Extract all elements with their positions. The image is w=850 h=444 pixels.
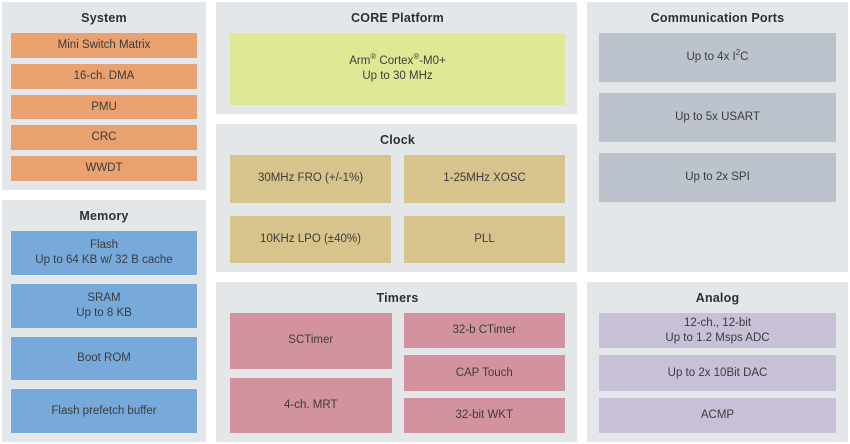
block-acmp: ACMP <box>599 397 836 433</box>
block-label: Up to 4x I2C <box>686 48 749 65</box>
core-text: Cortex <box>376 55 414 68</box>
block-pll: PLL <box>404 215 565 263</box>
block-sublabel: Up to 30 MHz <box>362 70 433 82</box>
section-clock: Clock 30MHz FRO (+/-1%) 1-25MHz XOSC 10K… <box>216 124 577 272</box>
section-timers: Timers SCTimer 4-ch. MRT 32-b CTimer CAP… <box>216 282 577 442</box>
block-label: ACMP <box>700 408 735 421</box>
registered-mark: ® <box>370 52 377 62</box>
block-label: CRC <box>91 131 117 144</box>
block-lpo: 10KHz LPO (±40%) <box>230 215 391 263</box>
section-title-timers: Timers <box>376 291 419 305</box>
i2c-text: Up to 4x I <box>686 51 736 64</box>
block-sctimer: SCTimer <box>230 313 392 369</box>
block-i2c: Up to 4x I2C <box>599 33 836 82</box>
block-boot-rom: Boot ROM <box>11 336 197 381</box>
block-sram: SRAM Up to 8 KB <box>11 283 197 328</box>
block-label: CAP Touch <box>455 366 513 379</box>
block-label: SRAM <box>87 291 121 304</box>
block-sublabel: Up to 64 KB w/ 32 B cache <box>35 253 173 266</box>
system-blocks: Mini Switch Matrix 16-ch. DMA PMU CRC WW… <box>11 33 197 181</box>
block-label: 32-bit WKT <box>455 408 513 421</box>
block-fro: 30MHz FRO (+/-1%) <box>230 155 391 203</box>
block-xosc: 1-25MHz XOSC <box>404 155 565 203</box>
block-cap-touch: CAP Touch <box>403 355 565 391</box>
timers-left-column: SCTimer 4-ch. MRT <box>230 313 392 433</box>
block-sublabel: Up to 1.2 Msps ADC <box>665 331 770 344</box>
block-cortex-m0plus: Arm® Cortex®-M0+ Up to 30 MHz <box>230 33 565 105</box>
block-label: Flash <box>89 238 119 251</box>
section-title-memory: Memory <box>79 209 129 223</box>
block-label: PMU <box>91 100 117 113</box>
block-label: 1-25MHz XOSC <box>443 172 526 185</box>
block-label: 30MHz FRO (+/-1%) <box>257 172 364 185</box>
section-analog: Analog 12-ch., 12-bit Up to 1.2 Msps ADC… <box>587 282 848 442</box>
comm-blocks: Up to 4x I2C Up to 5x USART Up to 2x SPI <box>599 33 836 202</box>
column-right: Communication Ports Up to 4x I2C Up to 5… <box>587 2 848 442</box>
block-wkt: 32-bit WKT <box>403 397 565 433</box>
timers-blocks: SCTimer 4-ch. MRT 32-b CTimer CAP Touch … <box>230 313 565 433</box>
block-label: 10KHz LPO (±40%) <box>260 232 361 245</box>
block-label: SCTimer <box>288 334 334 347</box>
registered-mark: ® <box>413 52 420 62</box>
column-middle: CORE Platform Arm® Cortex®-M0+ Up to 30 … <box>216 2 577 442</box>
clock-blocks: 30MHz FRO (+/-1%) 1-25MHz XOSC 10KHz LPO… <box>230 155 565 263</box>
block-usart: Up to 5x USART <box>599 93 836 142</box>
block-label: 12-ch., 12-bit <box>683 316 752 329</box>
block-label: Boot ROM <box>77 351 131 364</box>
block-label: 32-b CTimer <box>452 324 516 337</box>
analog-blocks: 12-ch., 12-bit Up to 1.2 Msps ADC Up to … <box>599 313 836 433</box>
core-text: -M0+ <box>419 55 446 68</box>
block-label: Up to 2x 10Bit DAC <box>667 366 768 379</box>
block-label: Mini Switch Matrix <box>57 38 151 51</box>
block-ctimer: 32-b CTimer <box>403 313 565 349</box>
block-wwdt: WWDT <box>11 156 197 181</box>
section-title-system: System <box>81 11 127 25</box>
block-label: 4-ch. MRT <box>284 398 338 411</box>
block-flash-prefetch-buffer: Flash prefetch buffer <box>11 389 197 433</box>
block-label: PLL <box>474 232 495 245</box>
block-mini-switch-matrix: Mini Switch Matrix <box>11 33 197 58</box>
block-label: Flash prefetch buffer <box>51 404 157 417</box>
block-label: WWDT <box>85 162 123 175</box>
section-communication-ports: Communication Ports Up to 4x I2C Up to 5… <box>587 2 848 272</box>
block-spi: Up to 2x SPI <box>599 153 836 202</box>
core-text: Arm <box>349 55 371 68</box>
block-dma: 16-ch. DMA <box>11 63 197 89</box>
block-pmu: PMU <box>11 94 197 120</box>
block-label: Arm® Cortex®-M0+ <box>349 52 446 69</box>
block-flash: Flash Up to 64 KB w/ 32 B cache <box>11 231 197 275</box>
block-label: 16-ch. DMA <box>73 69 135 82</box>
block-dac: Up to 2x 10Bit DAC <box>599 355 836 391</box>
block-crc: CRC <box>11 125 197 151</box>
timers-right-column: 32-b CTimer CAP Touch 32-bit WKT <box>403 313 565 433</box>
block-label: Up to 2x SPI <box>685 171 750 184</box>
i2c-superscript: 2 <box>735 48 741 58</box>
block-mrt: 4-ch. MRT <box>230 377 392 433</box>
section-title-comm: Communication Ports <box>650 11 785 25</box>
block-adc: 12-ch., 12-bit Up to 1.2 Msps ADC <box>599 313 836 349</box>
column-left: System Mini Switch Matrix 16-ch. DMA PMU… <box>2 2 206 442</box>
i2c-text: C <box>740 51 749 64</box>
memory-blocks: Flash Up to 64 KB w/ 32 B cache SRAM Up … <box>11 231 197 433</box>
section-title-clock: Clock <box>379 133 416 147</box>
block-label: Up to 5x USART <box>675 111 760 124</box>
section-system: System Mini Switch Matrix 16-ch. DMA PMU… <box>2 2 206 190</box>
section-core-platform: CORE Platform Arm® Cortex®-M0+ Up to 30 … <box>216 2 577 114</box>
section-title-analog: Analog <box>695 291 740 305</box>
section-title-core: CORE Platform <box>351 11 444 25</box>
section-memory: Memory Flash Up to 64 KB w/ 32 B cache S… <box>2 200 206 442</box>
block-sublabel: Up to 8 KB <box>76 306 132 319</box>
